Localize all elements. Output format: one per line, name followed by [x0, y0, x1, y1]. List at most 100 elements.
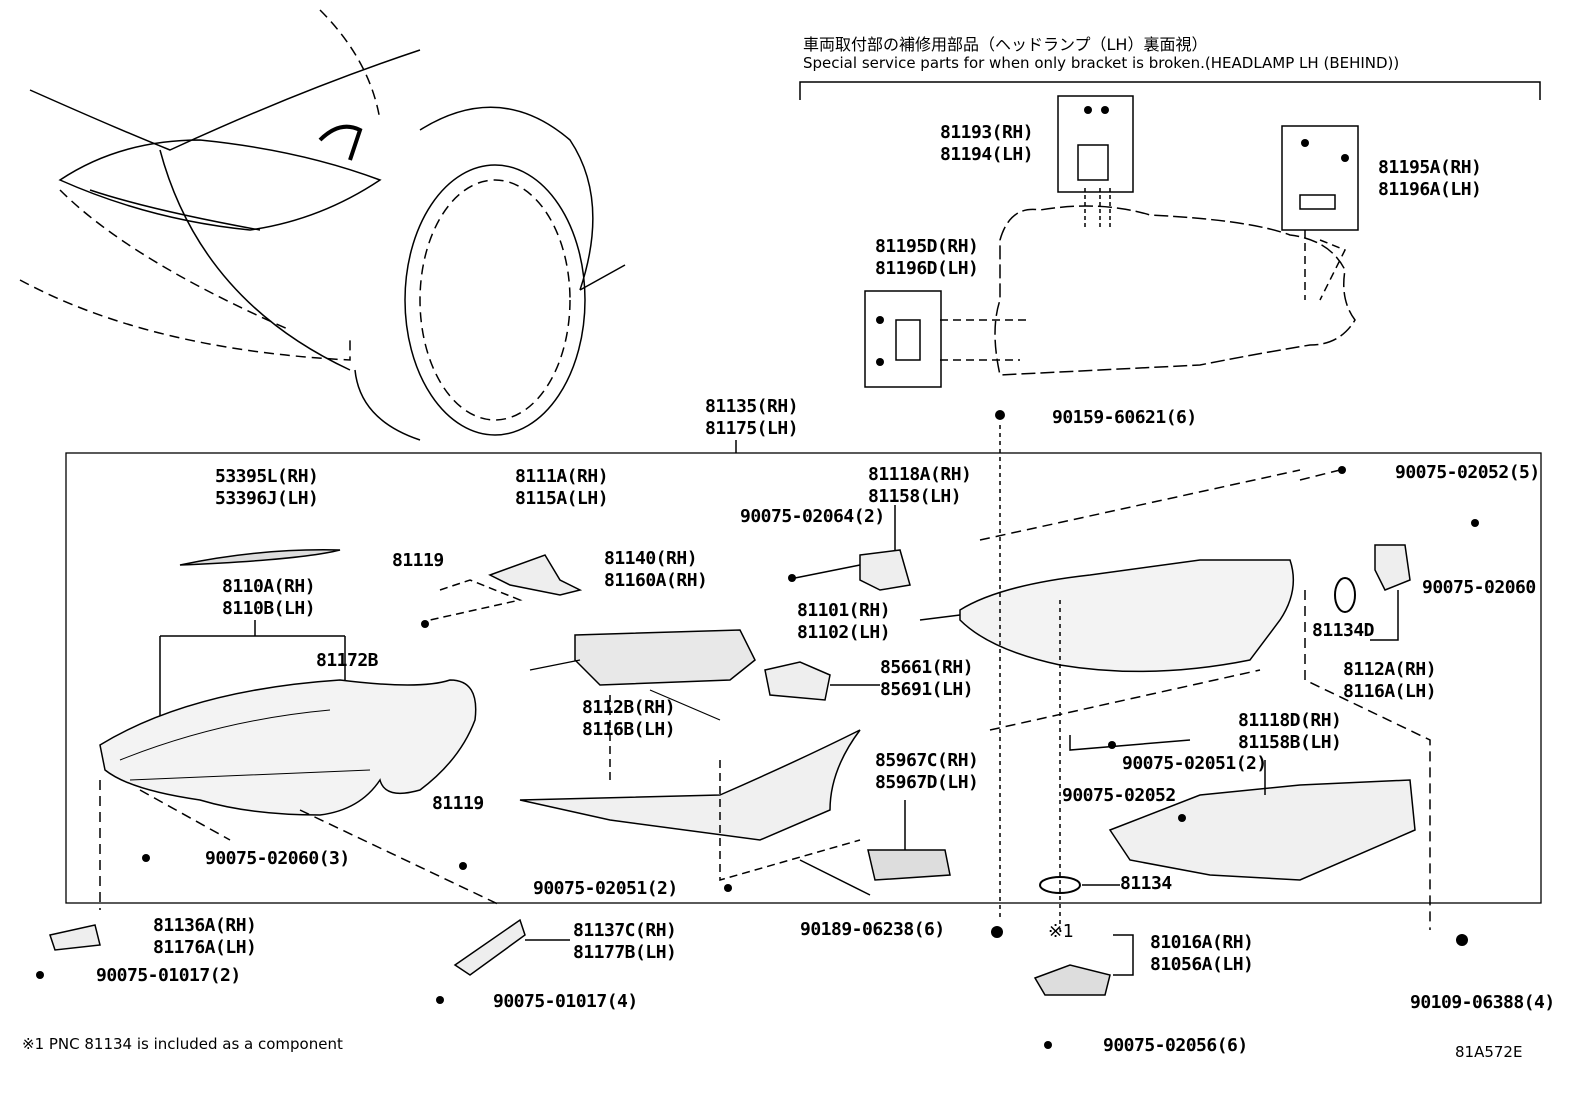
- part-number: 81176A(LH): [153, 937, 257, 958]
- part-8112A: [1374, 544, 1411, 591]
- callout-81118D: 81118D(RH)81158B(LH): [1238, 710, 1342, 754]
- part-number: 8110B(LH): [222, 598, 316, 619]
- part-number: 81056A(LH): [1150, 954, 1254, 975]
- car-outline: [19, 9, 626, 441]
- part-number: 81119: [392, 550, 444, 571]
- section-bracket: [799, 81, 1541, 100]
- part-number: 90075-02060(3): [205, 848, 350, 869]
- callout-81101: 81101(RH)81102(LH): [797, 600, 891, 644]
- callout-81136A: 81136A(RH)81176A(LH): [153, 915, 257, 959]
- callout-81134D: 81134D: [1312, 620, 1375, 642]
- callout-90109: 90109-06388(4): [1410, 992, 1555, 1014]
- part-number: 85691(LH): [880, 679, 974, 700]
- headlamp-behind-outline: [994, 205, 1356, 376]
- part-number: 90075-02060: [1422, 577, 1536, 598]
- part-number: 81118A(RH): [868, 464, 972, 485]
- figure-code: 81A572E: [1455, 1043, 1523, 1061]
- part-number: 81193(RH): [940, 122, 1034, 143]
- callout-8111A: 8111A(RH)8115A(LH): [515, 466, 609, 510]
- part-number: 81119: [432, 793, 484, 814]
- part-number: 81101(RH): [797, 600, 891, 621]
- part-number: 8116A(LH): [1343, 681, 1437, 702]
- part-number: 53396J(LH): [215, 488, 319, 509]
- callout-81134: 81134: [1120, 873, 1172, 895]
- part-number: 81158B(LH): [1238, 732, 1342, 753]
- callout-90189: 90189-06238(6): [800, 919, 945, 941]
- part-number: 8116B(LH): [582, 719, 676, 740]
- part-81016A: [1033, 964, 1111, 996]
- part-81136A: [49, 924, 101, 951]
- callout-90075-01017-2: 90075-01017(2): [96, 965, 241, 987]
- part-number: 90109-06388(4): [1410, 992, 1555, 1013]
- part-85661: [764, 661, 831, 701]
- part-number: 81137C(RH): [573, 920, 677, 941]
- screw-icons: [36, 106, 1479, 1049]
- part-53395L: [179, 549, 341, 566]
- part-81134D: [1334, 577, 1356, 613]
- part-number: 81134D: [1312, 620, 1375, 641]
- callout-90075-02060-3: 90075-02060(3): [205, 848, 350, 870]
- part-number: 81140(RH): [604, 548, 698, 569]
- callout-81119-a: 81119: [392, 550, 444, 572]
- part-number: 81194(LH): [940, 144, 1034, 165]
- callout-85661: 85661(RH)85691(LH): [880, 657, 974, 701]
- callout-90075-02064: 90075-02064(2): [740, 506, 885, 528]
- footnote: ※1 PNC 81134 is included as a component: [22, 1035, 343, 1053]
- part-number: 81196A(LH): [1378, 179, 1482, 200]
- part-number: 81160A(RH): [604, 570, 708, 591]
- note-marker: ※1: [1048, 921, 1073, 942]
- callout-81137C: 81137C(RH)81177B(LH): [573, 920, 677, 964]
- callout-90075-02051-a: 90075-02051(2): [1122, 753, 1267, 775]
- part-number: 90075-02052(5): [1395, 462, 1540, 483]
- callout-90075-02051-b: 90075-02051(2): [533, 878, 678, 900]
- callout-81135: 81135(RH)81175(LH): [705, 396, 799, 440]
- section-title-en: Special service parts for when only brac…: [803, 54, 1400, 72]
- part-81137C: [453, 918, 526, 976]
- part-number: 81135(RH): [705, 396, 799, 417]
- part-81101-housing: [959, 559, 1295, 673]
- part-number: 81118D(RH): [1238, 710, 1342, 731]
- part-number: 85967C(RH): [875, 750, 979, 771]
- callout-90075-01017-4: 90075-01017(4): [493, 991, 638, 1013]
- part-number: 8112B(RH): [582, 697, 676, 718]
- callout-81195D: 81195D(RH)81196D(LH): [875, 236, 979, 280]
- part-number: 81134: [1120, 873, 1172, 894]
- part-number: 81158(LH): [868, 486, 962, 507]
- part-81140: [574, 629, 756, 686]
- part-number: 81195A(RH): [1378, 157, 1482, 178]
- callout-81172B: 81172B: [316, 650, 379, 672]
- part-number: 90075-02064(2): [740, 506, 885, 527]
- part-81118D: [1108, 779, 1416, 881]
- part-number: 8112A(RH): [1343, 659, 1437, 680]
- part-number: 8110A(RH): [222, 576, 316, 597]
- callout-90159: 90159-60621(6): [1052, 407, 1197, 429]
- part-number: 90075-01017(4): [493, 991, 638, 1012]
- part-number: 81175(LH): [705, 418, 799, 439]
- callout-81140: 81140(RH)81160A(RH): [604, 548, 708, 592]
- part-number: 53395L(RH): [215, 466, 319, 487]
- part-number: 81136A(RH): [153, 915, 257, 936]
- part-number: 81195D(RH): [875, 236, 979, 257]
- part-number: 81016A(RH): [1150, 932, 1254, 953]
- assembly-box: [65, 452, 1542, 904]
- callout-81118A: 81118A(RH)81158(LH): [868, 464, 972, 508]
- section-title-jp: 車両取付部の補修用部品（ヘッドランプ（LH）裏面視）: [803, 35, 1208, 54]
- callout-53395L: 53395L(RH)53396J(LH): [215, 466, 319, 510]
- part-8112B: [519, 729, 861, 841]
- callout-8112A: 8112A(RH)8116A(LH): [1343, 659, 1437, 703]
- callout-90075-02060: 90075-02060: [1422, 577, 1536, 599]
- callout-note-ref: ※1: [1048, 921, 1073, 943]
- part-number: 90075-02052: [1062, 785, 1176, 806]
- callout-81016A: 81016A(RH)81056A(LH): [1150, 932, 1254, 976]
- callout-81195A: 81195A(RH)81196A(LH): [1378, 157, 1482, 201]
- part-number: 8111A(RH): [515, 466, 609, 487]
- part-number: 81172B: [316, 650, 379, 671]
- part-number: 90075-02051(2): [1122, 753, 1267, 774]
- callout-8110A: 8110A(RH)8110B(LH): [222, 576, 316, 620]
- part-number: 90075-02051(2): [533, 878, 678, 899]
- box-81193: [1057, 95, 1134, 193]
- callout-81119-b: 81119: [432, 793, 484, 815]
- part-number: 81196D(LH): [875, 258, 979, 279]
- box-81195D: [864, 290, 942, 388]
